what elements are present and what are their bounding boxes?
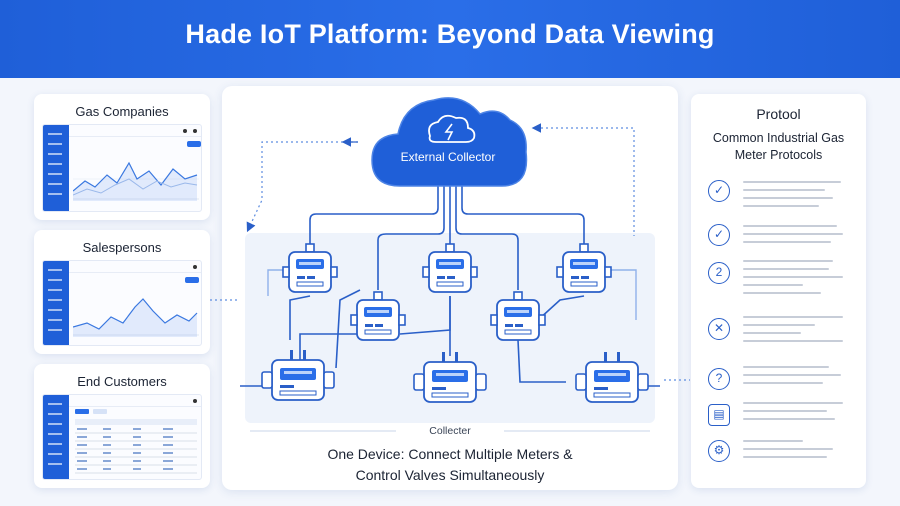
center-caption: One Device: Connect Multiple Meters & Co… — [222, 444, 678, 486]
protocol-item: ✓ — [708, 178, 858, 218]
card-gas-companies: Gas Companies — [34, 94, 210, 220]
protocol-item: 2 — [708, 260, 858, 300]
protocol-item: ✓ — [708, 222, 858, 262]
control-valve — [413, 351, 487, 403]
check-circle-icon: ✓ — [708, 224, 730, 246]
control-valve — [261, 349, 335, 401]
protocol-panel: Protool Common Industrial Gas Meter Prot… — [691, 94, 866, 488]
page-title: Hade IoT Platform: Beyond Data Viewing — [185, 18, 715, 49]
line-chart-thumbnail — [73, 298, 199, 337]
protocol-item: ▤ — [708, 402, 858, 442]
dashboard-topbar — [69, 125, 201, 137]
dashboard-thumbnail — [42, 260, 202, 346]
line-chart-thumbnail — [73, 161, 199, 201]
caption-line-2: Control Valves Simultaneously — [355, 467, 545, 483]
dashboard-thumbnail — [42, 394, 202, 480]
protocol-item: ⚙ — [708, 438, 858, 478]
card-title: End Customers — [77, 374, 167, 389]
protocol-item: ✕ — [708, 316, 858, 356]
gas-meter — [350, 291, 406, 341]
gas-meter — [422, 243, 478, 293]
protocol-item: ? — [708, 366, 858, 406]
dashboard-sidebar — [43, 395, 69, 479]
dashboard-topbar — [69, 395, 201, 407]
header-banner: Hade IoT Platform: Beyond Data Viewing — [0, 0, 900, 78]
control-valve — [575, 351, 649, 403]
card-end-customers: End Customers — [34, 364, 210, 488]
collector-label: Collecter — [396, 423, 504, 439]
gas-meter — [556, 243, 612, 293]
table-thumbnail — [75, 409, 197, 474]
number-circle-icon: 2 — [708, 262, 730, 284]
card-title: Salespersons — [82, 240, 162, 255]
dashboard-thumbnail — [42, 124, 202, 212]
protocol-subtitle: Common Industrial Gas Meter Protocols — [712, 131, 845, 162]
card-title: Gas Companies — [75, 104, 169, 119]
protocol-title: Protool — [756, 106, 801, 122]
network-icon: ✕ — [708, 318, 730, 340]
dashboard-sidebar — [43, 125, 69, 211]
dashboard-topbar — [69, 261, 201, 273]
check-circle-icon: ✓ — [708, 180, 730, 202]
question-circle-icon: ? — [708, 368, 730, 390]
cloud-icon — [371, 97, 528, 187]
document-icon: ▤ — [708, 404, 730, 426]
dashboard-sidebar — [43, 261, 69, 345]
caption-line-1: One Device: Connect Multiple Meters & — [327, 446, 573, 462]
gear-icon: ⚙ — [708, 440, 730, 462]
gas-meter — [282, 243, 338, 293]
gas-meter — [490, 291, 546, 341]
card-salespersons: Salespersons — [34, 230, 210, 354]
cloud-label: External Collector — [400, 150, 496, 164]
